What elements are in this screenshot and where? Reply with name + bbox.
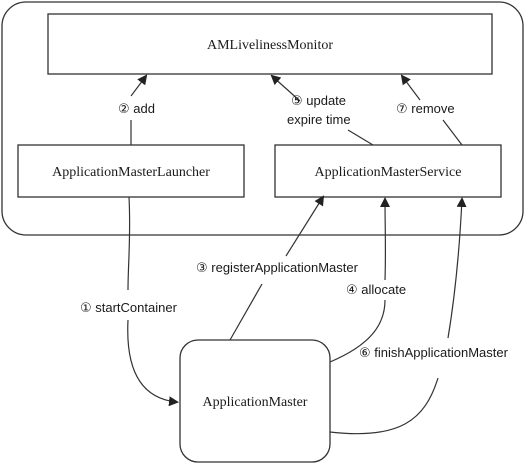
edge-add: ② add: [118, 74, 155, 145]
edge-add-label: ② add: [118, 101, 155, 116]
edge-update-label-line1: ⑤ update: [291, 93, 346, 108]
edge-update-label-line2: expire time: [287, 112, 351, 127]
edge-allocate-label: ④ allocate: [346, 282, 406, 297]
node-applicationmasterservice-label: ApplicationMasterService: [315, 165, 462, 180]
edge-register-application-master: ③ registerApplicationMaster: [196, 195, 359, 341]
node-applicationmaster-label: ApplicationMaster: [203, 395, 308, 410]
edge-allocate: ④ allocate: [329, 197, 406, 363]
edge-start-container: ① startContainer: [80, 196, 179, 407]
edge-finish-application-master: ⑥ finishApplicationMaster: [329, 197, 509, 435]
edge-update-expire-time: ⑤ update expire time: [270, 74, 374, 146]
node-applicationmasterlauncher-label: ApplicationMasterLauncher: [52, 165, 210, 180]
edge-remove: ⑦ remove: [396, 74, 463, 146]
node-applicationmasterservice: ApplicationMasterService: [274, 144, 502, 198]
node-amlivelinessmonitor: AMLivelinessMonitor: [47, 13, 493, 75]
edge-remove-label: ⑦ remove: [396, 101, 455, 116]
edge-finish-label: ⑥ finishApplicationMaster: [359, 345, 509, 360]
edge-register-label: ③ registerApplicationMaster: [196, 260, 359, 275]
node-amlivelinessmonitor-label: AMLivelinessMonitor: [207, 38, 333, 53]
node-applicationmaster: ApplicationMaster: [179, 339, 331, 463]
node-applicationmasterlauncher: ApplicationMasterLauncher: [17, 144, 245, 198]
edge-start-container-label: ① startContainer: [80, 300, 178, 315]
